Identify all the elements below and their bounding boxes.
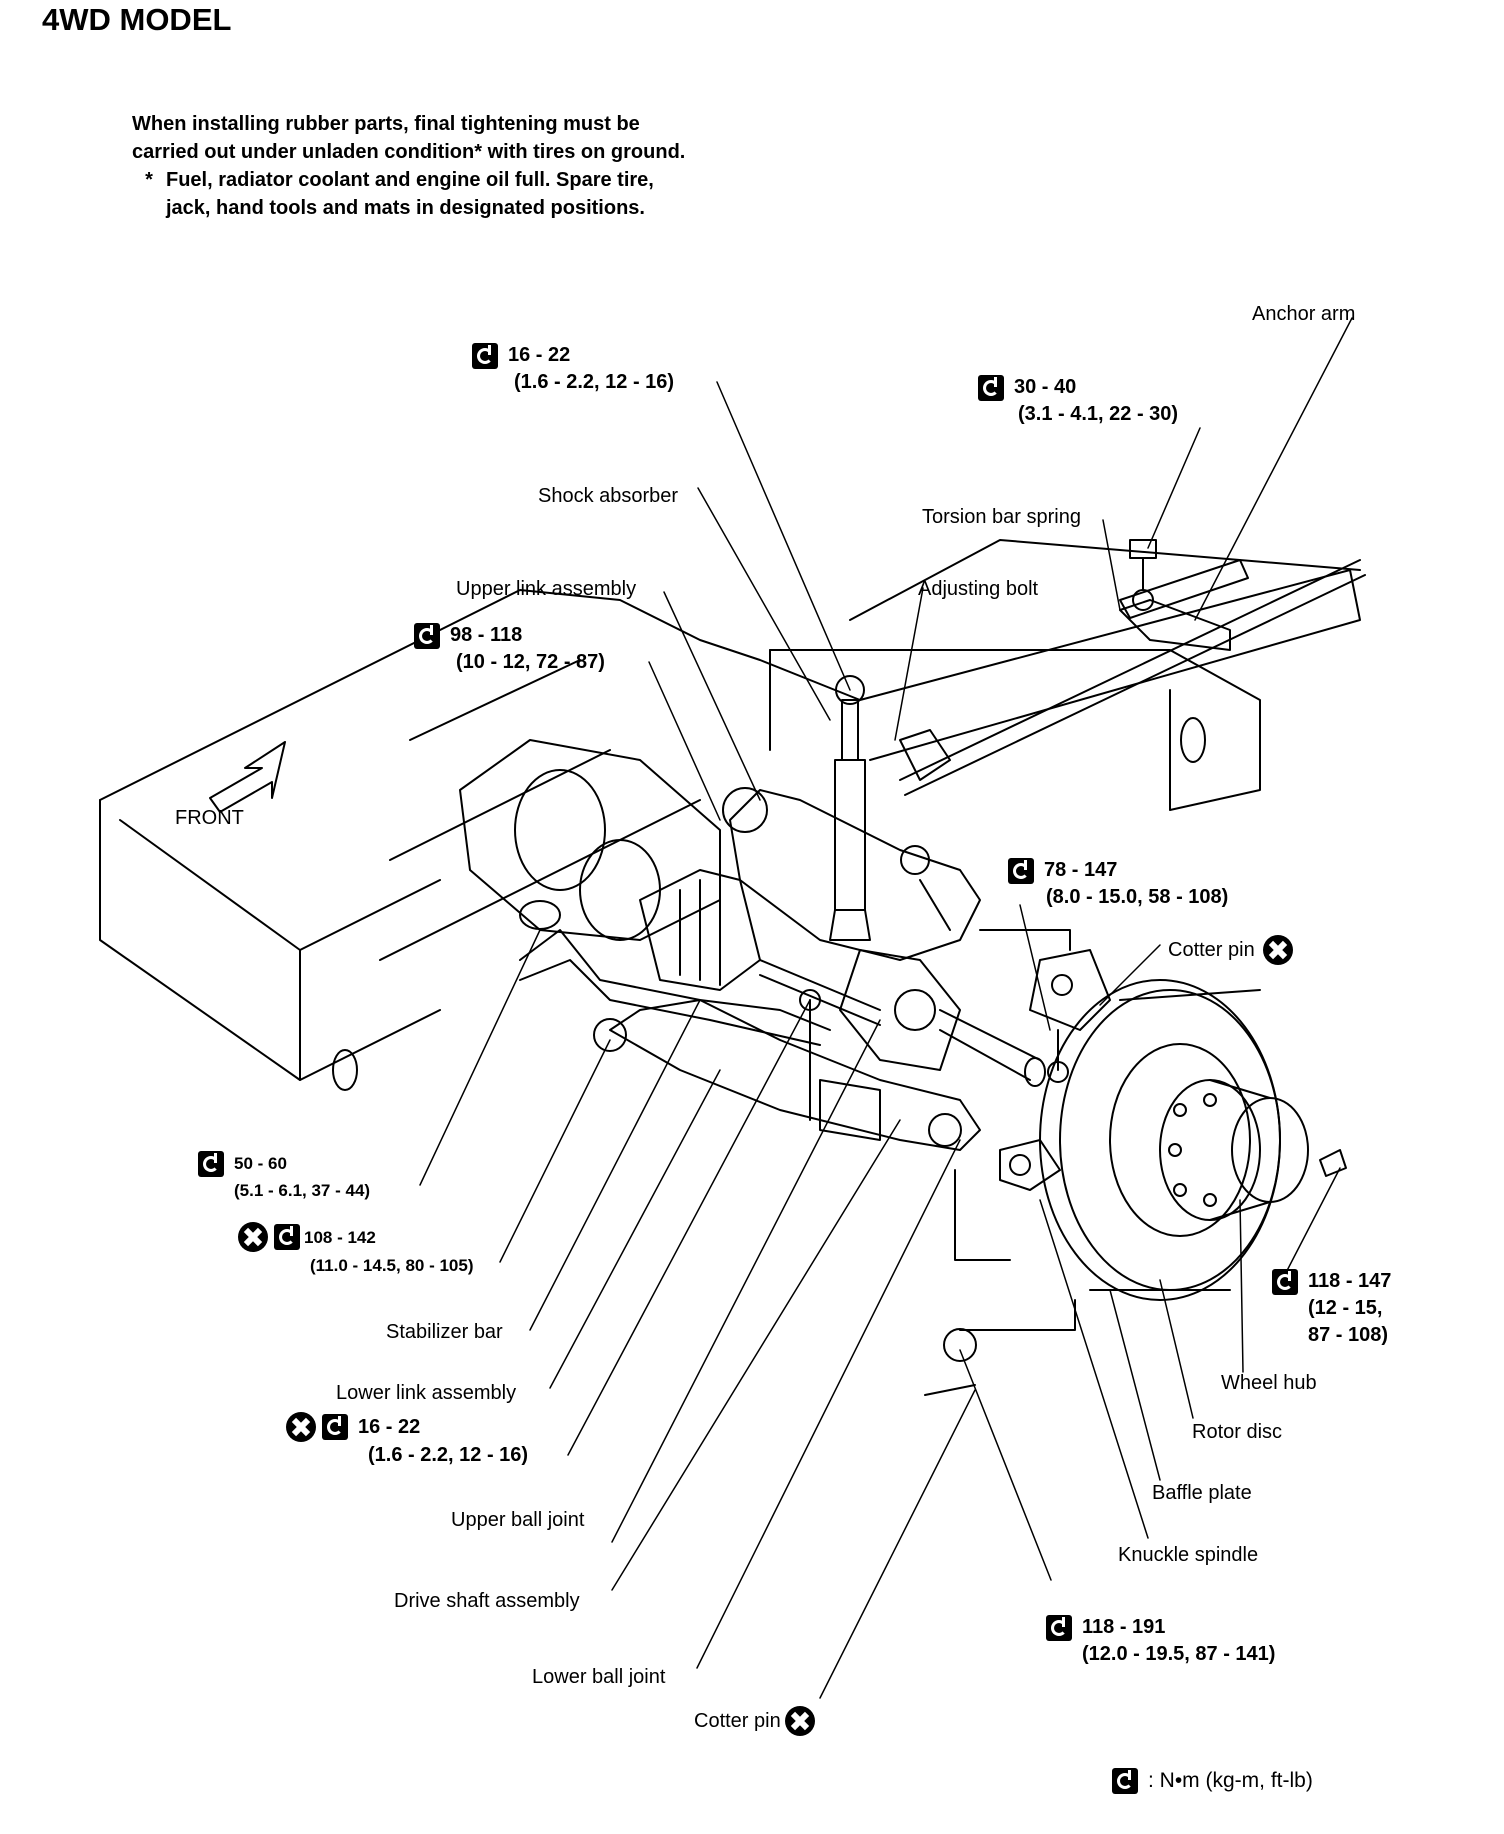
footnote-text: Fuel, radiator coolant and engine oil fu… [166, 169, 654, 219]
label-rotor-disc: Rotor disc [1192, 1421, 1283, 1443]
units-legend: : N•m (kg-m, ft-lb) [1112, 1768, 1313, 1794]
cotter-pin-lower-text: Cotter pin [694, 1710, 781, 1732]
frame-rail [99, 569, 1361, 1091]
torque-wrench-icon [414, 622, 440, 649]
stabilizer-bar-drawing [519, 900, 831, 1121]
do-not-reuse-icon [1262, 935, 1293, 965]
label-knuckle-spindle: Knuckle spindle [1118, 1544, 1259, 1566]
front-arrow [209, 741, 286, 813]
label-lower-ball-joint: Lower ball joint [532, 1666, 666, 1688]
label-baffle-plate: Baffle plate [1152, 1482, 1252, 1504]
torque-spec-t8: 118 - 147 (12 - 15, 87 - 108) [1272, 1268, 1391, 1349]
units-legend-text: : N•m (kg-m, ft-lb) [1148, 1769, 1313, 1792]
label-front: FRONT [175, 807, 244, 829]
torque-value: 118 - 191 [1082, 1616, 1166, 1638]
torque-wrench-icon [472, 342, 498, 369]
torque-alt-units: (5.1 - 6.1, 37 - 44) [234, 1181, 371, 1200]
leader-lines [419, 317, 1353, 1699]
do-not-reuse-icon [784, 1706, 815, 1736]
torque-value: 118 - 147 [1308, 1270, 1392, 1292]
torque-spec-t9: 118 - 191 (12.0 - 19.5, 87 - 141) [1046, 1614, 1275, 1668]
label-lower-link-assembly: Lower link assembly [336, 1382, 517, 1404]
torque-wrench-icon [198, 1150, 224, 1177]
label-cotter-pin-upper: Cotter pin [1168, 935, 1299, 965]
anchor-arm-drawing [1119, 539, 1231, 651]
torque-spec-t5: 50 - 60 (5.1 - 6.1, 37 - 44) [198, 1150, 370, 1204]
torque-alt-units: (8.0 - 15.0, 58 - 108) [1046, 886, 1229, 908]
label-adjusting-bolt: Adjusting bolt [918, 578, 1039, 600]
torque-spec-t4: 78 - 147 (8.0 - 15.0, 58 - 108) [1008, 857, 1228, 911]
torque-spec-t1: 16 - 22 (1.6 - 2.2, 12 - 16) [472, 342, 674, 396]
label-wheel-hub: Wheel hub [1221, 1372, 1317, 1394]
torque-alt-units-line2: 87 - 108) [1308, 1324, 1389, 1346]
torque-value: 50 - 60 [234, 1154, 287, 1173]
torque-spec-t7: 16 - 22 (1.6 - 2.2, 12 - 16) [286, 1412, 528, 1469]
label-upper-link-assembly: Upper link assembly [456, 578, 637, 600]
lower-link-drawing [593, 999, 981, 1151]
note-line: When installing rubber parts, final tigh… [132, 113, 686, 163]
torque-alt-units-line1: (12 - 15, [1308, 1297, 1383, 1319]
note-footnote: * Fuel, radiator coolant and engine oil f… [132, 166, 692, 222]
torque-wrench-icon [1112, 1768, 1138, 1794]
torque-value: 16 - 22 [358, 1415, 421, 1438]
wheel-hub-drawing [1159, 1079, 1347, 1221]
label-torsion-bar-spring: Torsion bar spring [922, 506, 1081, 528]
torque-wrench-icon [1008, 857, 1034, 884]
label-drive-shaft-assembly: Drive shaft assembly [394, 1590, 580, 1612]
torque-wrench-icon [1046, 1614, 1072, 1641]
do-not-reuse-icon [286, 1412, 316, 1442]
shock-absorber-drawing [829, 675, 951, 941]
torque-value: 98 - 118 [450, 624, 523, 646]
upper-link-drawing [722, 787, 981, 961]
torque-value: 30 - 40 [1014, 376, 1077, 398]
torque-spec-t3: 98 - 118 (10 - 12, 72 - 87) [414, 622, 605, 676]
rotor-disc-drawing [1039, 979, 1281, 1301]
label-anchor-arm: Anchor arm [1252, 303, 1356, 325]
torque-alt-units: (1.6 - 2.2, 12 - 16) [368, 1444, 529, 1466]
crossmember [769, 539, 1361, 811]
torque-spec-t2: 30 - 40 (3.1 - 4.1, 22 - 30) [978, 374, 1178, 428]
drive-shaft-drawing [639, 869, 1046, 1087]
torque-alt-units: (10 - 12, 72 - 87) [456, 651, 605, 673]
torque-alt-units: (3.1 - 4.1, 22 - 30) [1018, 403, 1179, 425]
torque-wrench-icon [978, 374, 1004, 401]
torque-alt-units: (11.0 - 14.5, 80 - 105) [310, 1256, 474, 1275]
torque-wrench-icon [1272, 1268, 1298, 1295]
footnote-mark: * [145, 169, 153, 191]
cotter-pin-upper-text: Cotter pin [1168, 939, 1255, 961]
installation-notes: When installing rubber parts, final tigh… [132, 110, 692, 222]
do-not-reuse-icon [238, 1222, 268, 1252]
torque-alt-units: (12.0 - 19.5, 87 - 141) [1082, 1643, 1276, 1665]
torque-spec-t6: 108 - 142 (11.0 - 14.5, 80 - 105) [238, 1222, 474, 1279]
torque-value: 78 - 147 [1044, 859, 1118, 881]
torque-wrench-icon [274, 1224, 300, 1250]
torque-wrench-icon [322, 1414, 348, 1440]
page-title: 4WD MODEL [42, 2, 232, 37]
label-cotter-pin-lower: Cotter pin [694, 1706, 821, 1736]
torsion-bar [899, 559, 1366, 796]
label-shock-absorber: Shock absorber [538, 485, 679, 507]
torque-alt-units: (1.6 - 2.2, 12 - 16) [514, 371, 675, 393]
knuckle-drawing [924, 929, 1111, 1396]
label-stabilizer-bar: Stabilizer bar [386, 1321, 503, 1343]
torque-value: 16 - 22 [508, 344, 571, 366]
torque-value: 108 - 142 [304, 1227, 376, 1247]
label-upper-ball-joint: Upper ball joint [451, 1509, 585, 1531]
